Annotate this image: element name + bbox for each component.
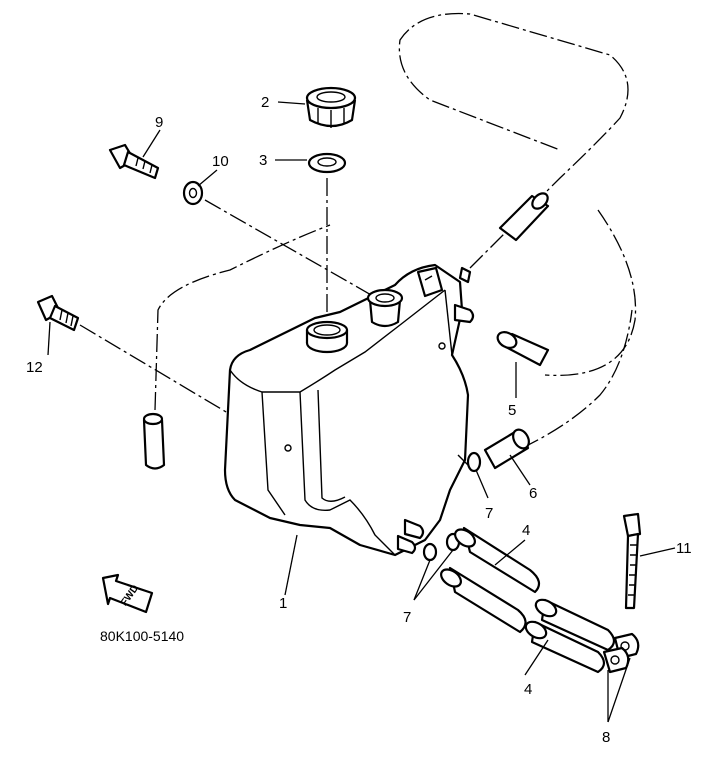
part-code: 80K100-5140: [100, 628, 184, 644]
hoses-4-lower: [524, 598, 616, 674]
hoses-4-upper: [440, 526, 541, 634]
callout-6: 6: [529, 485, 537, 502]
filler-cap: [305, 86, 357, 128]
cap-gasket: [307, 152, 347, 174]
leader-lines: [47, 101, 676, 723]
forward-arrow-icon: FWD: [101, 573, 154, 614]
callout-12: 12: [26, 359, 43, 376]
return-hose-line: [521, 309, 633, 449]
hose-6: [483, 428, 530, 470]
clamps-8: [602, 632, 640, 674]
callout-4-upper: 4: [522, 522, 530, 539]
hose-5: [496, 331, 550, 367]
callout-11: 11: [676, 540, 692, 557]
bolt-9: [108, 143, 160, 180]
callout-10: 10: [212, 153, 229, 170]
callout-3: 3: [259, 152, 267, 169]
cable-tie-11: [622, 512, 642, 610]
hose-left: [142, 412, 166, 470]
breather-hose-line: [544, 209, 637, 377]
callout-7-upper: 7: [485, 505, 493, 522]
oil-tank: [223, 263, 475, 557]
hose-upper: [498, 192, 550, 242]
bolt9-centerline: [204, 199, 381, 301]
vent-hose-loop: [398, 12, 629, 269]
bolt-12: [36, 294, 80, 332]
callout-9: 9: [155, 114, 163, 131]
callout-4-lower: 4: [524, 681, 532, 698]
callout-8: 8: [602, 729, 610, 746]
callout-1: 1: [279, 595, 287, 612]
left-hose-line: [154, 224, 331, 411]
callout-2: 2: [261, 94, 269, 111]
callout-5: 5: [508, 402, 516, 419]
washer-10: [182, 180, 204, 206]
callout-7-lower: 7: [403, 609, 411, 626]
